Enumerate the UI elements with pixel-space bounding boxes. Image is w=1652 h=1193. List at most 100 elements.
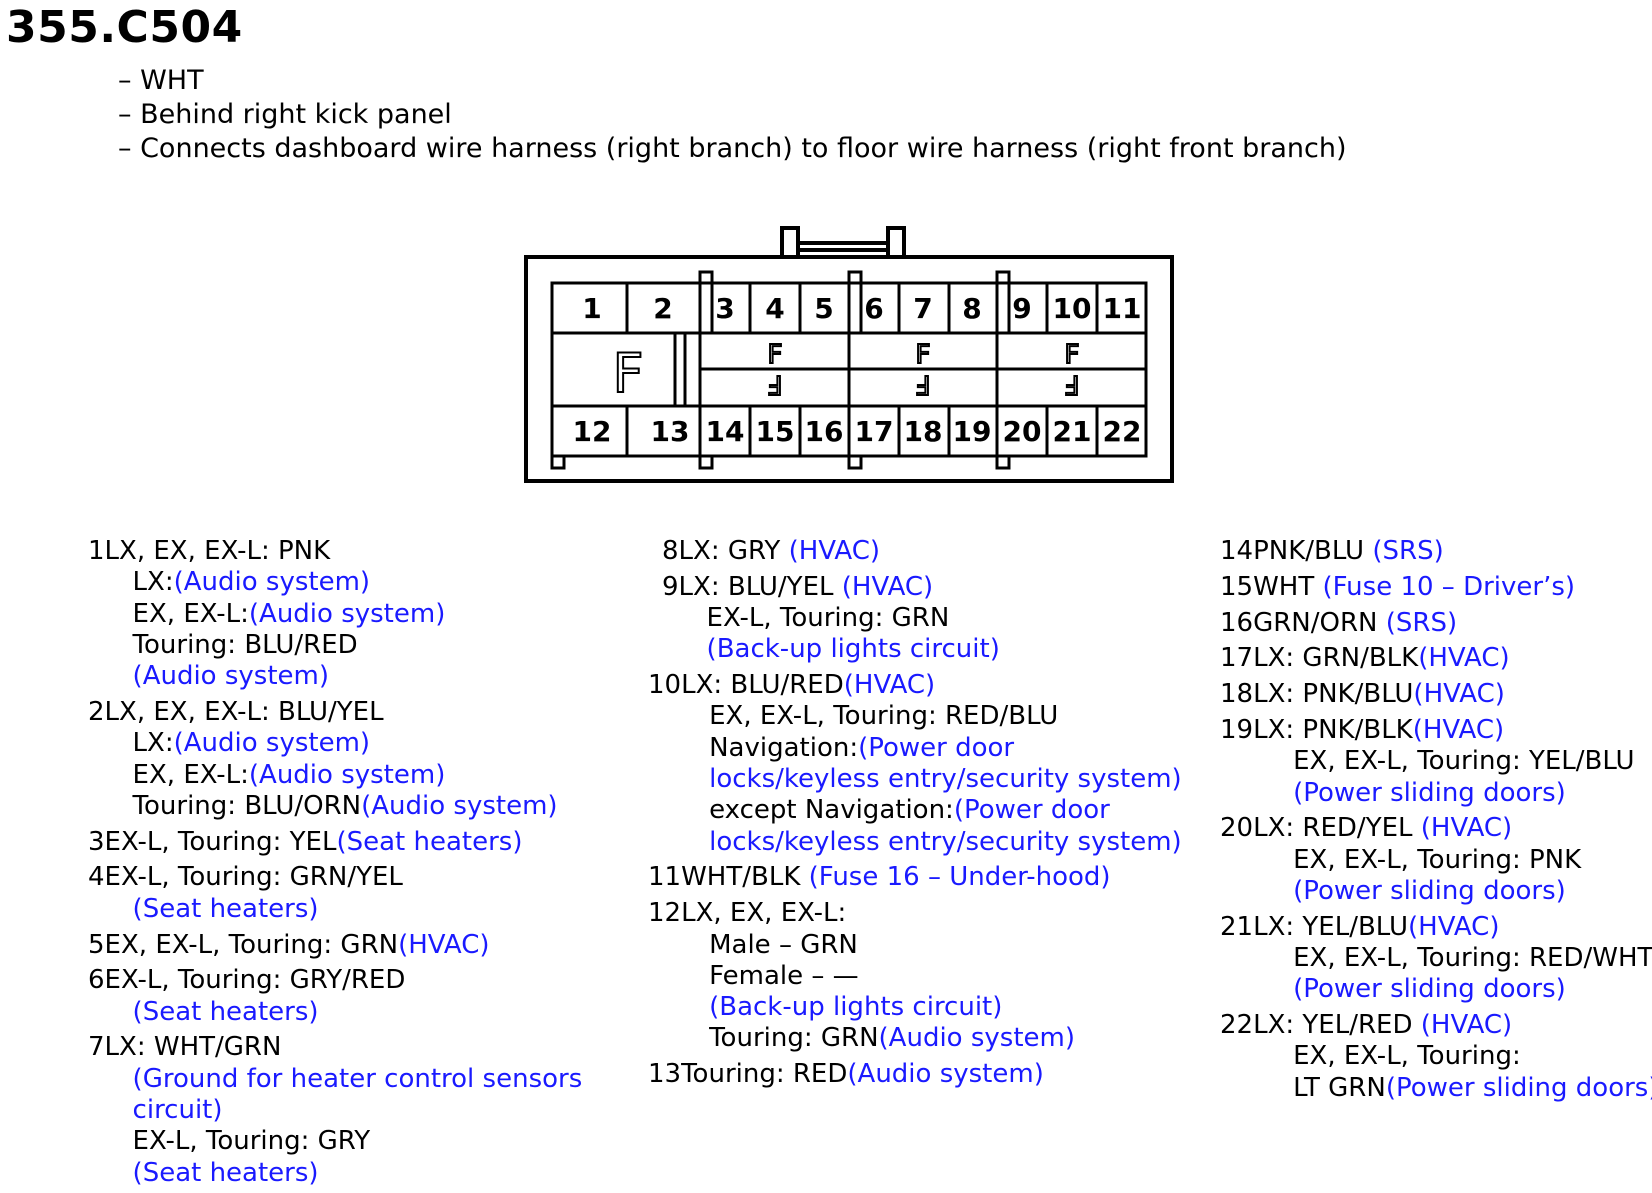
color-bullet: – WHT — [118, 65, 204, 96]
system-link[interactable]: (Back-up lights circuit) — [706, 634, 1000, 665]
key-glyph: F — [768, 369, 783, 399]
pin-entry: 8 LX: GRY (HVAC) — [648, 536, 1182, 567]
pin-number: 1 — [88, 536, 105, 566]
pin-entry: 12 LX, EX, EX-L: Male – GRN Female – — (… — [648, 898, 1182, 1054]
pin-desc: LX: — [132, 567, 174, 598]
system-link[interactable]: (HVAC) — [1413, 679, 1505, 710]
system-link[interactable]: (HVAC) — [1420, 1010, 1513, 1041]
pin-desc: EX, EX-L, Touring: YEL/BLU — [1293, 746, 1635, 777]
system-link[interactable]: (Power sliding doors) — [1293, 974, 1566, 1005]
connection-bullet: – Connects dashboard wire harness (right… — [118, 133, 1347, 164]
pin-desc: EX-L, Touring: GRN/YEL — [104, 862, 403, 893]
pin-entry: 11 WHT/BLK (Fuse 16 – Under-hood) — [648, 862, 1182, 893]
pin-label: 14 — [706, 415, 745, 448]
system-link[interactable]: (HVAC) — [1420, 813, 1513, 844]
pin-desc: EX, EX-L, Touring: — [1293, 1041, 1521, 1072]
system-link[interactable]: circuit) — [132, 1095, 223, 1126]
pin-desc: EX, EX-L, Touring: RED/BLU — [709, 701, 1059, 732]
system-link[interactable]: (Fuse 10 – Driver’s) — [1322, 571, 1576, 602]
system-link[interactable]: (Seat heaters) — [132, 1157, 319, 1188]
pin-desc: EX-L, Touring: GRN — [706, 603, 950, 634]
system-link[interactable]: (HVAC) — [841, 571, 934, 602]
system-link[interactable]: (Fuse 16 – Under-hood) — [808, 862, 1111, 893]
key-glyph: F — [916, 369, 931, 399]
system-link[interactable]: (Audio system) — [847, 1059, 1044, 1090]
key-glyph: F — [768, 340, 783, 370]
pin-entry: 17 LX: GRN/BLK(HVAC) — [1220, 643, 1652, 674]
pin-desc: EX, EX-L, Touring: PNK — [1293, 844, 1582, 875]
pin-entry: 5 EX, EX-L, Touring: GRN(HVAC) — [88, 930, 582, 961]
system-link[interactable]: (HVAC) — [788, 536, 881, 566]
system-link[interactable]: (HVAC) — [843, 670, 936, 701]
pin-desc: LX, EX, EX-L: — [681, 898, 847, 929]
system-link[interactable]: (HVAC) — [1418, 643, 1510, 674]
system-link[interactable]: (Ground for heater control sensors — [132, 1063, 583, 1094]
pin-desc: LX: — [132, 728, 174, 759]
pin-number: 7 — [88, 1032, 105, 1063]
system-link[interactable]: (HVAC) — [398, 929, 490, 960]
pin-entry: 14 PNK/BLU (SRS) — [1220, 536, 1652, 567]
pin-desc: LX: YEL/RED — [1253, 1010, 1421, 1041]
system-link[interactable]: locks/keyless entry/security system) — [709, 764, 1182, 795]
pin-desc: WHT/BLK — [681, 862, 801, 893]
connector-info: – WHT – Behind right kick panel – Connec… — [118, 64, 1347, 166]
pin-desc: LT GRN — [1293, 1072, 1386, 1103]
pin-number: 22 — [1220, 1010, 1254, 1041]
pin-entry: 7 LX: WHT/GRN (Ground for heater control… — [88, 1032, 582, 1188]
pin-label: 9 — [1012, 292, 1031, 325]
pin-desc: EX, EX-L, Touring: RED/WHT — [1293, 943, 1652, 974]
system-link[interactable]: (SRS) — [1385, 607, 1458, 638]
connector-title: 355.C504 — [6, 2, 243, 53]
system-link[interactable]: (HVAC) — [1408, 911, 1500, 942]
system-link[interactable]: (Seat heaters) — [132, 893, 319, 924]
pin-number: 15 — [1220, 571, 1254, 602]
pin-desc: except Navigation: — [709, 795, 954, 826]
system-link[interactable]: (Audio system) — [248, 759, 446, 790]
pin-list-column-1: 1 LX, EX, EX-L: PNK LX:(Audio system) EX… — [88, 536, 582, 1193]
pin-number: 17 — [1220, 643, 1254, 674]
pin-label: 4 — [765, 292, 784, 325]
pin-label: 11 — [1103, 292, 1142, 325]
pin-entry: 6 EX-L, Touring: GRY/RED (Seat heaters) — [88, 965, 582, 1028]
pin-label: 15 — [756, 415, 795, 448]
system-link[interactable]: (Seat heaters) — [132, 996, 319, 1027]
pin-label: 8 — [962, 292, 981, 325]
system-link[interactable]: (Audio system) — [248, 598, 446, 629]
pin-number: 3 — [88, 826, 105, 857]
system-link[interactable]: (SRS) — [1372, 536, 1444, 566]
system-link[interactable]: (HVAC) — [1412, 714, 1505, 745]
system-link[interactable]: (Power sliding doors) — [1385, 1072, 1652, 1103]
connector-latch — [780, 226, 906, 257]
system-link[interactable]: (Audio system) — [173, 567, 371, 598]
pin-entry: 2 LX, EX, EX-L: BLU/YEL LX:(Audio system… — [88, 697, 582, 822]
pin-entry: 22 LX: YEL/RED (HVAC) EX, EX-L, Touring:… — [1220, 1010, 1652, 1104]
pin-entry: 9 LX: BLU/YEL (HVAC) EX-L, Touring: GRN … — [648, 572, 1182, 666]
pin-entry: 16 GRN/ORN (SRS) — [1220, 608, 1652, 639]
system-link[interactable]: locks/keyless entry/security system) — [709, 826, 1182, 857]
pin-desc: WHT — [1253, 571, 1323, 602]
pin-label: 5 — [814, 292, 833, 325]
pin-desc: EX-L, Touring: YEL — [104, 826, 337, 857]
pin-label: 10 — [1053, 292, 1092, 325]
system-link[interactable]: (Audio system) — [878, 1023, 1075, 1054]
connector-housing — [524, 255, 1174, 483]
pin-label: 13 — [651, 415, 690, 448]
system-link[interactable]: (Back-up lights circuit) — [709, 992, 1003, 1023]
system-link[interactable]: (Audio system) — [173, 728, 371, 759]
pin-desc: LX: YEL/BLU — [1253, 911, 1409, 942]
system-link[interactable]: (Seat heaters) — [336, 826, 523, 857]
pin-label: 19 — [953, 415, 992, 448]
pin-label: 6 — [864, 292, 883, 325]
system-link[interactable]: (Audio system) — [361, 790, 558, 821]
system-link[interactable]: (Power sliding doors) — [1293, 777, 1566, 808]
pin-label: 21 — [1053, 415, 1092, 448]
system-link[interactable]: (Power door — [953, 795, 1110, 826]
system-link[interactable]: (Power door — [858, 732, 1015, 763]
system-link[interactable]: (Audio system) — [132, 661, 329, 692]
pin-label: 16 — [805, 415, 844, 448]
system-link[interactable]: (Power sliding doors) — [1293, 875, 1566, 906]
pin-list-column-2: 8 LX: GRY (HVAC) 9 LX: BLU/YEL (HVAC) EX… — [648, 536, 1182, 1095]
pin-desc: Navigation: — [709, 732, 859, 763]
pin-number: 8 — [662, 536, 679, 566]
pin-desc: LX: WHT/GRN — [104, 1032, 282, 1063]
